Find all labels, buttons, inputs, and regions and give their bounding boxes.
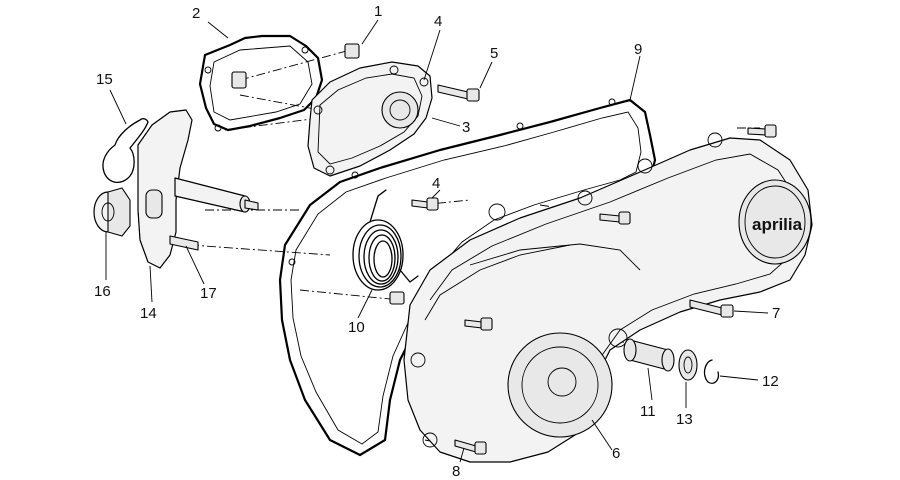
screw-cover-2 bbox=[464, 317, 493, 331]
callout-12: 12 bbox=[762, 373, 779, 390]
screw-7 bbox=[689, 299, 734, 318]
callout-8: 8 bbox=[452, 463, 460, 480]
kickstart-gear bbox=[137, 109, 259, 269]
screw-8 bbox=[454, 439, 487, 455]
gearbox-cover bbox=[307, 61, 433, 177]
transmission-cover: aprilia bbox=[403, 132, 813, 463]
pinion-gear bbox=[93, 187, 131, 237]
callout-6: 6 bbox=[612, 445, 620, 462]
callout-17: 17 bbox=[200, 285, 217, 302]
callout-1: 1 bbox=[374, 3, 382, 20]
screw-4b bbox=[411, 197, 439, 211]
callout-4b: 4 bbox=[432, 175, 440, 192]
leader-lines bbox=[105, 19, 769, 463]
callout-10: 10 bbox=[348, 319, 365, 336]
screw-5 bbox=[437, 84, 480, 102]
callout-14: 14 bbox=[140, 305, 157, 322]
screw-cover-1 bbox=[599, 211, 631, 225]
callout-15: 15 bbox=[96, 71, 113, 88]
callout-13: 13 bbox=[676, 411, 693, 428]
callout-3: 3 bbox=[462, 119, 470, 136]
kickstart-spring bbox=[352, 189, 419, 305]
pin-17 bbox=[169, 235, 199, 251]
small-gasket bbox=[198, 34, 324, 132]
callout-16: 16 bbox=[94, 283, 111, 300]
spring-clip bbox=[102, 118, 149, 183]
brand-logo-text: aprilia bbox=[752, 215, 803, 234]
callout-11: 11 bbox=[640, 403, 656, 420]
callout-5: 5 bbox=[490, 45, 498, 62]
callout-7: 7 bbox=[772, 305, 780, 322]
dowel-pin bbox=[344, 43, 360, 59]
callout-labels: 1 2 3 4 4 5 6 7 8 9 10 11 12 13 14 15 16… bbox=[94, 3, 780, 480]
callout-2: 2 bbox=[192, 5, 200, 22]
bushing bbox=[623, 338, 675, 372]
circlip bbox=[703, 359, 720, 384]
screw-cover-3 bbox=[747, 124, 777, 138]
washer bbox=[678, 349, 698, 381]
callout-4a: 4 bbox=[434, 13, 442, 30]
callout-9: 9 bbox=[634, 41, 642, 58]
